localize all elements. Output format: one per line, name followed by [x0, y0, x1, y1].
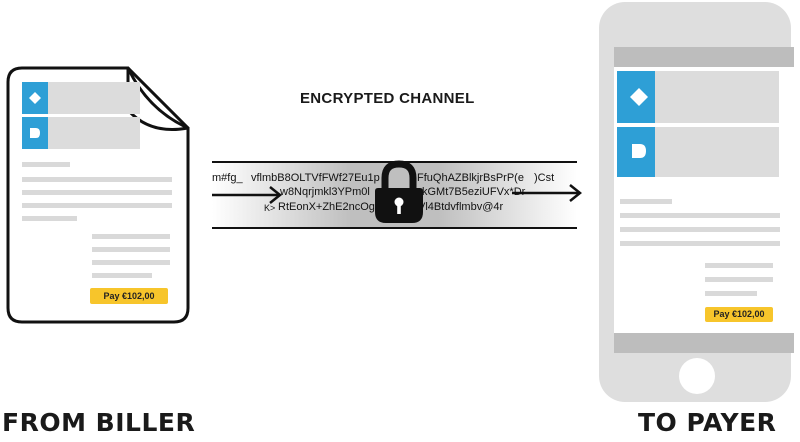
diamond-icon	[630, 88, 648, 106]
channel-title: ENCRYPTED CHANNEL	[300, 90, 475, 107]
cipher-text: FfuQhAZBlkjrBsPrP(e	[417, 172, 524, 184]
pay-button: Pay €102,00	[90, 288, 168, 304]
cipher-text: vflmbB8OLTVfFWf27Eu1p	[251, 172, 380, 184]
biller-document	[6, 66, 190, 324]
cipher-text: Vl4Btdvflmbv@4r	[418, 201, 504, 213]
arrow-left	[212, 186, 283, 204]
d-shape-icon	[632, 144, 646, 158]
cipher-text: )Cst	[534, 172, 555, 184]
payer-phone	[599, 2, 794, 402]
d-shape-icon	[30, 128, 40, 138]
cipher-text: m#fg_	[212, 172, 243, 184]
cipher-text: RtEonX+ZhE2ncOgh	[278, 201, 382, 213]
cipher-text: w8Nqrjmkl3YPm0l	[280, 186, 370, 198]
home-button	[680, 359, 714, 393]
to-payer-label: TO PAYER	[638, 408, 777, 437]
cipher-text: kGMt7B5eziUFVx*Dr	[422, 186, 526, 198]
padlock-icon	[375, 160, 423, 223]
cipher-text: K>	[264, 203, 276, 213]
arrow-right	[512, 184, 583, 202]
from-biller-label: FROM BILLER	[2, 408, 196, 437]
diamond-icon	[29, 92, 41, 104]
pay-button: Pay €102,00	[705, 307, 773, 322]
